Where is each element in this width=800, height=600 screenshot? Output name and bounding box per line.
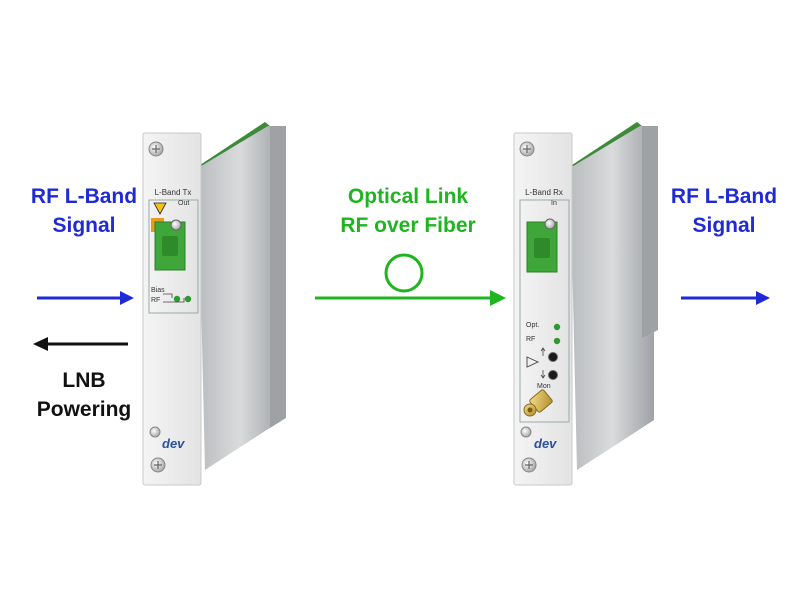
tx-brand-logo: dev [162, 436, 185, 451]
laser-warning-icon [153, 202, 167, 215]
rf-output-label-line1: RF L-Band [670, 185, 778, 208]
tx-rf-led [184, 295, 192, 303]
rx-mon-label: Mon [537, 383, 551, 390]
gain-adjust-icon [526, 356, 540, 368]
mon-connector [523, 389, 553, 417]
tx-out-label: Out [178, 200, 190, 207]
rx-module [513, 122, 658, 486]
rx-in-label: In [551, 200, 557, 207]
rf-input-label-line1: RF L-Band [30, 185, 138, 208]
rx-opt-led [553, 323, 561, 331]
lnb-powering-label-line1: LNB [62, 369, 106, 392]
tx-mid-screw [149, 426, 161, 438]
rx-opt-label: Opt. [526, 322, 540, 329]
rx-title: L-Band Rx [525, 188, 563, 197]
tx-bias-led [173, 295, 181, 303]
fiber-loop-icon [384, 253, 424, 293]
tx-module [142, 122, 286, 486]
tx-title: L-Band Tx [154, 188, 192, 197]
tx-rf-label: RF [151, 297, 161, 304]
rx-rf-label: RF [526, 336, 536, 343]
rx-side-body [570, 126, 654, 470]
rf-output-label-line2: Signal [692, 214, 756, 237]
optical-link-label: Optical Link RF over Fiber [328, 182, 488, 240]
rx-rf-led [553, 337, 561, 345]
rf-input-label-line2: Signal [52, 214, 116, 237]
optical-link-label-line1: Optical Link [347, 185, 469, 208]
rf-input-label: RF L-Band Signal [22, 182, 146, 240]
gain-up-button[interactable] [548, 352, 558, 362]
rf-output-label: RF L-Band Signal [662, 182, 786, 240]
lnb-powering-label: LNB Powering [22, 366, 146, 424]
rx-front-panel [513, 132, 573, 486]
rx-brand-logo: dev [534, 436, 557, 451]
optical-link-label-line2: RF over Fiber [340, 214, 476, 237]
rx-mid-screw [520, 426, 532, 438]
gain-down-button[interactable] [548, 370, 558, 380]
tx-bias-label: Bias [151, 287, 165, 294]
tx-side-body [198, 126, 282, 470]
lnb-powering-label-line2: Powering [36, 398, 132, 421]
